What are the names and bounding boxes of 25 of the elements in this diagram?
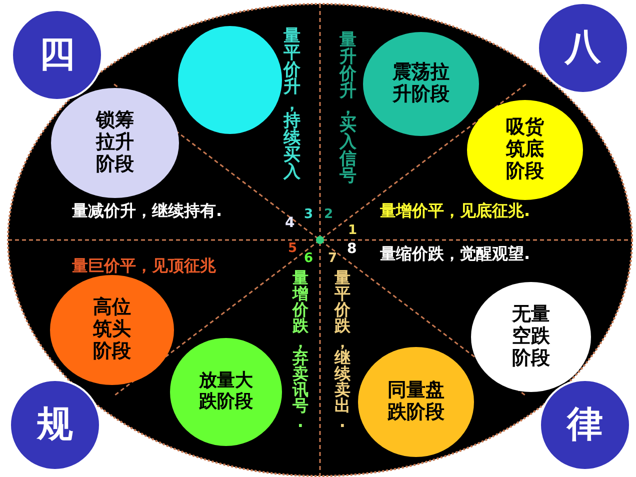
stage-label: 震荡拉升阶段: [392, 62, 450, 106]
sector-number: 6: [304, 252, 314, 266]
corner-character: 规: [37, 404, 73, 446]
stage-label: 吸货筑底阶段: [506, 117, 544, 183]
sector-number: 8: [347, 242, 357, 257]
stage-label: 无量空跌阶段: [512, 304, 550, 370]
sector-number: 7: [328, 252, 338, 266]
stage-label: 放量大跌阶段: [199, 371, 253, 413]
stage-label: 高位筑头阶段: [93, 297, 131, 363]
signal-text: 量减价升，继续持有.: [72, 203, 222, 220]
sector-number: 1: [348, 224, 358, 238]
sector-number: 4: [285, 216, 295, 231]
signal-text: 量增价跌，弃卖讯号.: [292, 270, 309, 430]
stage-label: 同量盘跌阶段: [388, 380, 444, 424]
signal-text: 量增价平，见底征兆.: [380, 203, 530, 220]
signal-text: 量升价升，买入信号: [339, 32, 357, 185]
sector-number: 3: [304, 208, 314, 222]
corner-character: 律: [567, 404, 603, 446]
sector-number: 2: [324, 208, 334, 222]
signal-text: 量缩价跌，觉醒观望.: [380, 246, 530, 263]
sector-number: 5: [288, 242, 298, 256]
corner-character: 四: [39, 34, 75, 76]
stage-label: 锁筹拉升阶段: [96, 110, 134, 176]
corner-character: 八: [565, 27, 601, 69]
signal-text: 量平价跌，继续卖出.: [334, 270, 351, 430]
